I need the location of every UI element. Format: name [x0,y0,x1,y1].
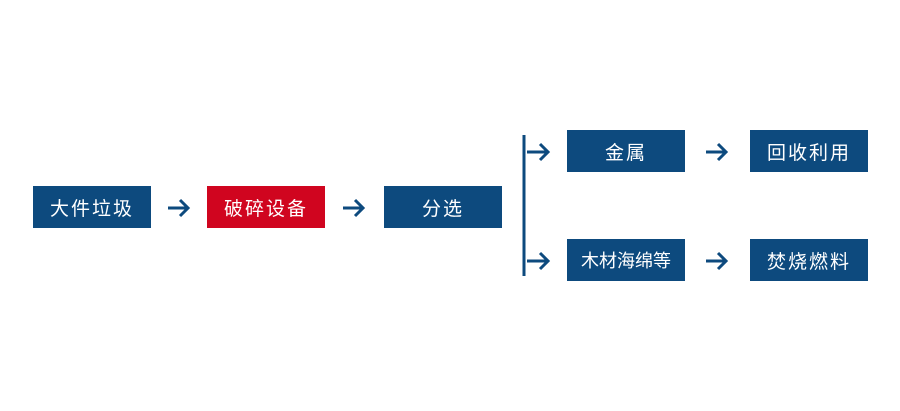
node-wood-sponge: 木材海绵等 [567,239,685,281]
node-sorting: 分选 [384,186,502,228]
node-bulky-waste: 大件垃圾 [33,186,151,228]
node-incineration-fuel: 焚烧燃料 [750,239,868,281]
node-metal: 金属 [567,130,685,172]
arrow-bulky-to-crush [168,198,191,218]
node-recycle: 回收利用 [750,130,868,172]
arrow-branch-to-metal [527,142,551,162]
node-crushing-equipment: 破碎设备 [207,186,325,228]
arrow-metal-to-recycle [706,142,729,162]
arrow-branch-to-wood [527,251,551,271]
arrow-crush-to-sort [343,198,366,218]
arrow-wood-to-burn [706,251,729,271]
